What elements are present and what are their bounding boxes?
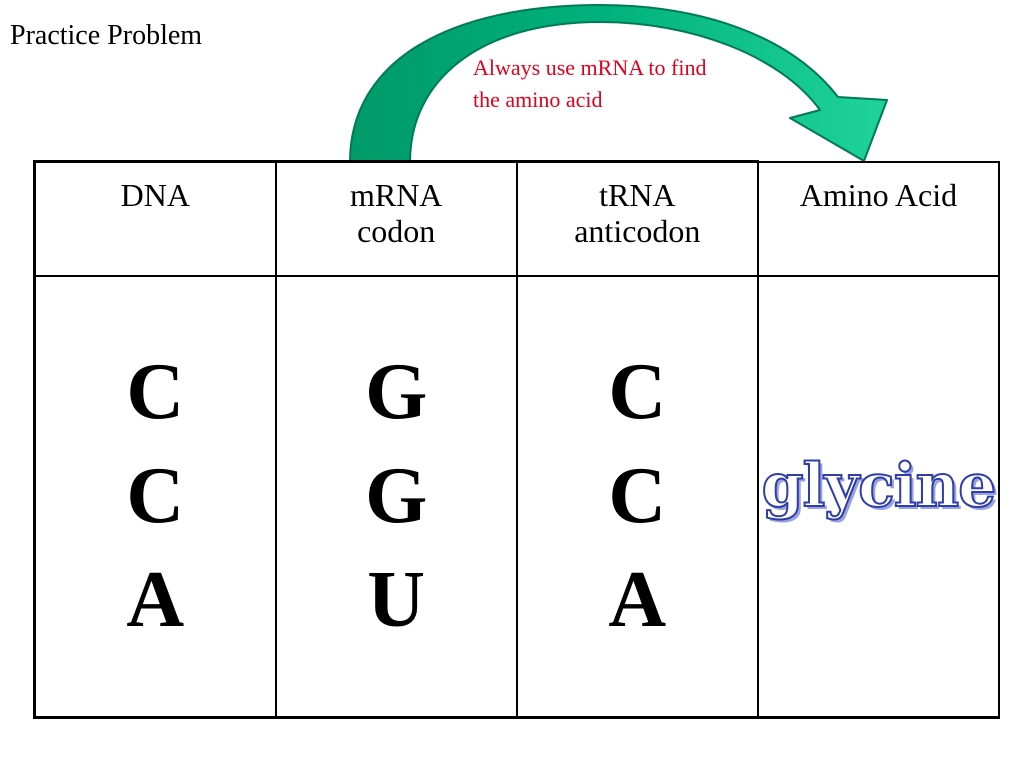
callout-note: Always use mRNA to find the amino acid bbox=[473, 52, 793, 116]
header-amino-acid-label: Amino Acid bbox=[799, 176, 958, 213]
header-mrna-label-1: mRNA bbox=[349, 177, 443, 213]
mrna-base-2: G bbox=[365, 452, 428, 540]
trna-base-1: C bbox=[608, 348, 667, 436]
mrna-base-3: U bbox=[367, 556, 426, 644]
header-trna-label-2: anticodon bbox=[574, 213, 701, 249]
header-mrna-label-2: codon bbox=[357, 213, 436, 249]
dna-cell: C C A bbox=[32, 274, 277, 719]
slide-title: Practice Problem bbox=[10, 20, 203, 51]
amino-acid-cell: glycine bbox=[756, 274, 1001, 719]
dna-base-2: C bbox=[126, 452, 185, 540]
header-dna: DNA bbox=[32, 160, 277, 277]
header-mrna: mRNA codon bbox=[274, 160, 518, 277]
table-header-row: DNA mRNA codon tRNA anticodon Amino Acid bbox=[32, 160, 1001, 277]
header-trna-label-1: tRNA bbox=[599, 177, 676, 213]
header-dna-label: DNA bbox=[120, 177, 190, 213]
amino-acid-value: glycine bbox=[761, 450, 998, 522]
dna-base-1: C bbox=[126, 348, 185, 436]
header-amino-acid: Amino Acid bbox=[756, 160, 1001, 277]
trna-base-2: C bbox=[608, 452, 667, 540]
codon-table: DNA mRNA codon tRNA anticodon Amino Acid… bbox=[32, 160, 1001, 719]
mrna-base-1: G bbox=[365, 348, 428, 436]
header-trna: tRNA anticodon bbox=[515, 160, 759, 277]
table-row: C C A G G U C C A glycine bbox=[32, 274, 1001, 719]
callout-line-2: the amino acid bbox=[473, 87, 603, 112]
callout-line-1: Always use mRNA to find bbox=[473, 55, 707, 80]
mrna-cell: G G U bbox=[274, 274, 518, 719]
dna-base-3: A bbox=[126, 556, 185, 644]
trna-base-3: A bbox=[608, 556, 667, 644]
trna-cell: C C A bbox=[515, 274, 759, 719]
